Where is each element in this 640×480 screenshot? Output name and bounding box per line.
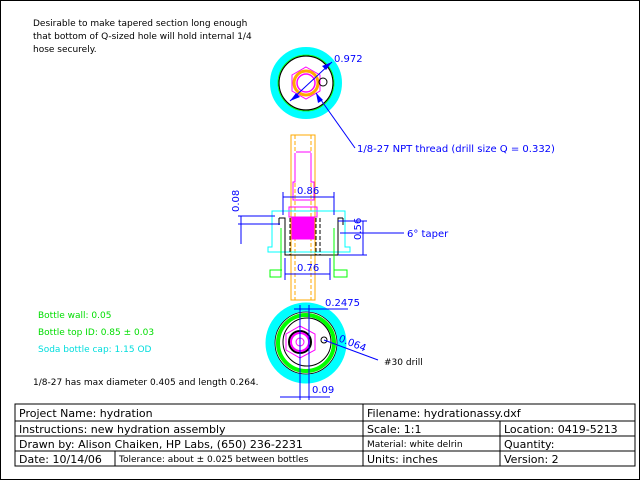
side-view bbox=[238, 134, 404, 301]
legend-soda-cap: Soda bottle cap: 1.15 OD bbox=[38, 345, 152, 355]
dim-left-height: 0.08 bbox=[231, 190, 242, 212]
drawn-by: Drawn by: Alison Chaiken, HP Labs, (650)… bbox=[19, 438, 303, 451]
instructions: Instructions: new hydration assembly bbox=[19, 423, 226, 436]
date: Date: 10/14/06 bbox=[19, 453, 102, 466]
title-block bbox=[14, 403, 636, 467]
dim-width-lower: 0.76 bbox=[297, 263, 319, 274]
drill-label: #30 drill bbox=[384, 358, 423, 368]
dim-npt-thread: 1/8-27 NPT thread (drill size Q = 0.332) bbox=[357, 144, 555, 155]
note-npt: 1/8-27 has max diameter 0.405 and length… bbox=[33, 378, 259, 388]
legend-bottle-wall: Bottle wall: 0.05 bbox=[38, 311, 111, 321]
legend-bottle-top: Bottle top ID: 0.85 ± 0.03 bbox=[38, 328, 154, 338]
project-name: Project Name: hydration bbox=[19, 407, 153, 420]
bottom-view bbox=[265, 302, 379, 400]
dim-right-height: 0.56 bbox=[353, 218, 364, 240]
dim-bottom-gap: 0.09 bbox=[312, 385, 334, 396]
quantity: Quantity: bbox=[504, 438, 554, 451]
version: Version: 2 bbox=[504, 453, 559, 466]
scale: Scale: 1:1 bbox=[367, 423, 422, 436]
tolerance: Tolerance: about ± 0.025 between bottles bbox=[118, 455, 309, 465]
note-line-3: hose securely. bbox=[33, 45, 97, 55]
dim-bottom-offset: 0.2475 bbox=[325, 298, 360, 309]
dim-taper: 6° taper bbox=[407, 229, 449, 240]
filename: Filename: hydrationassy.dxf bbox=[367, 407, 522, 420]
material: Material: white delrin bbox=[367, 440, 463, 450]
dim-width-upper: 0.86 bbox=[297, 186, 319, 197]
top-view bbox=[270, 47, 356, 149]
location: Location: 0419-5213 bbox=[504, 423, 618, 436]
note-line-2: that bottom of Q-sized hole will hold in… bbox=[33, 32, 252, 42]
note-line-1: Desirable to make tapered section long e… bbox=[33, 19, 247, 29]
dim-top-diameter: 0.972 bbox=[334, 54, 363, 65]
units: Units: inches bbox=[367, 453, 438, 466]
